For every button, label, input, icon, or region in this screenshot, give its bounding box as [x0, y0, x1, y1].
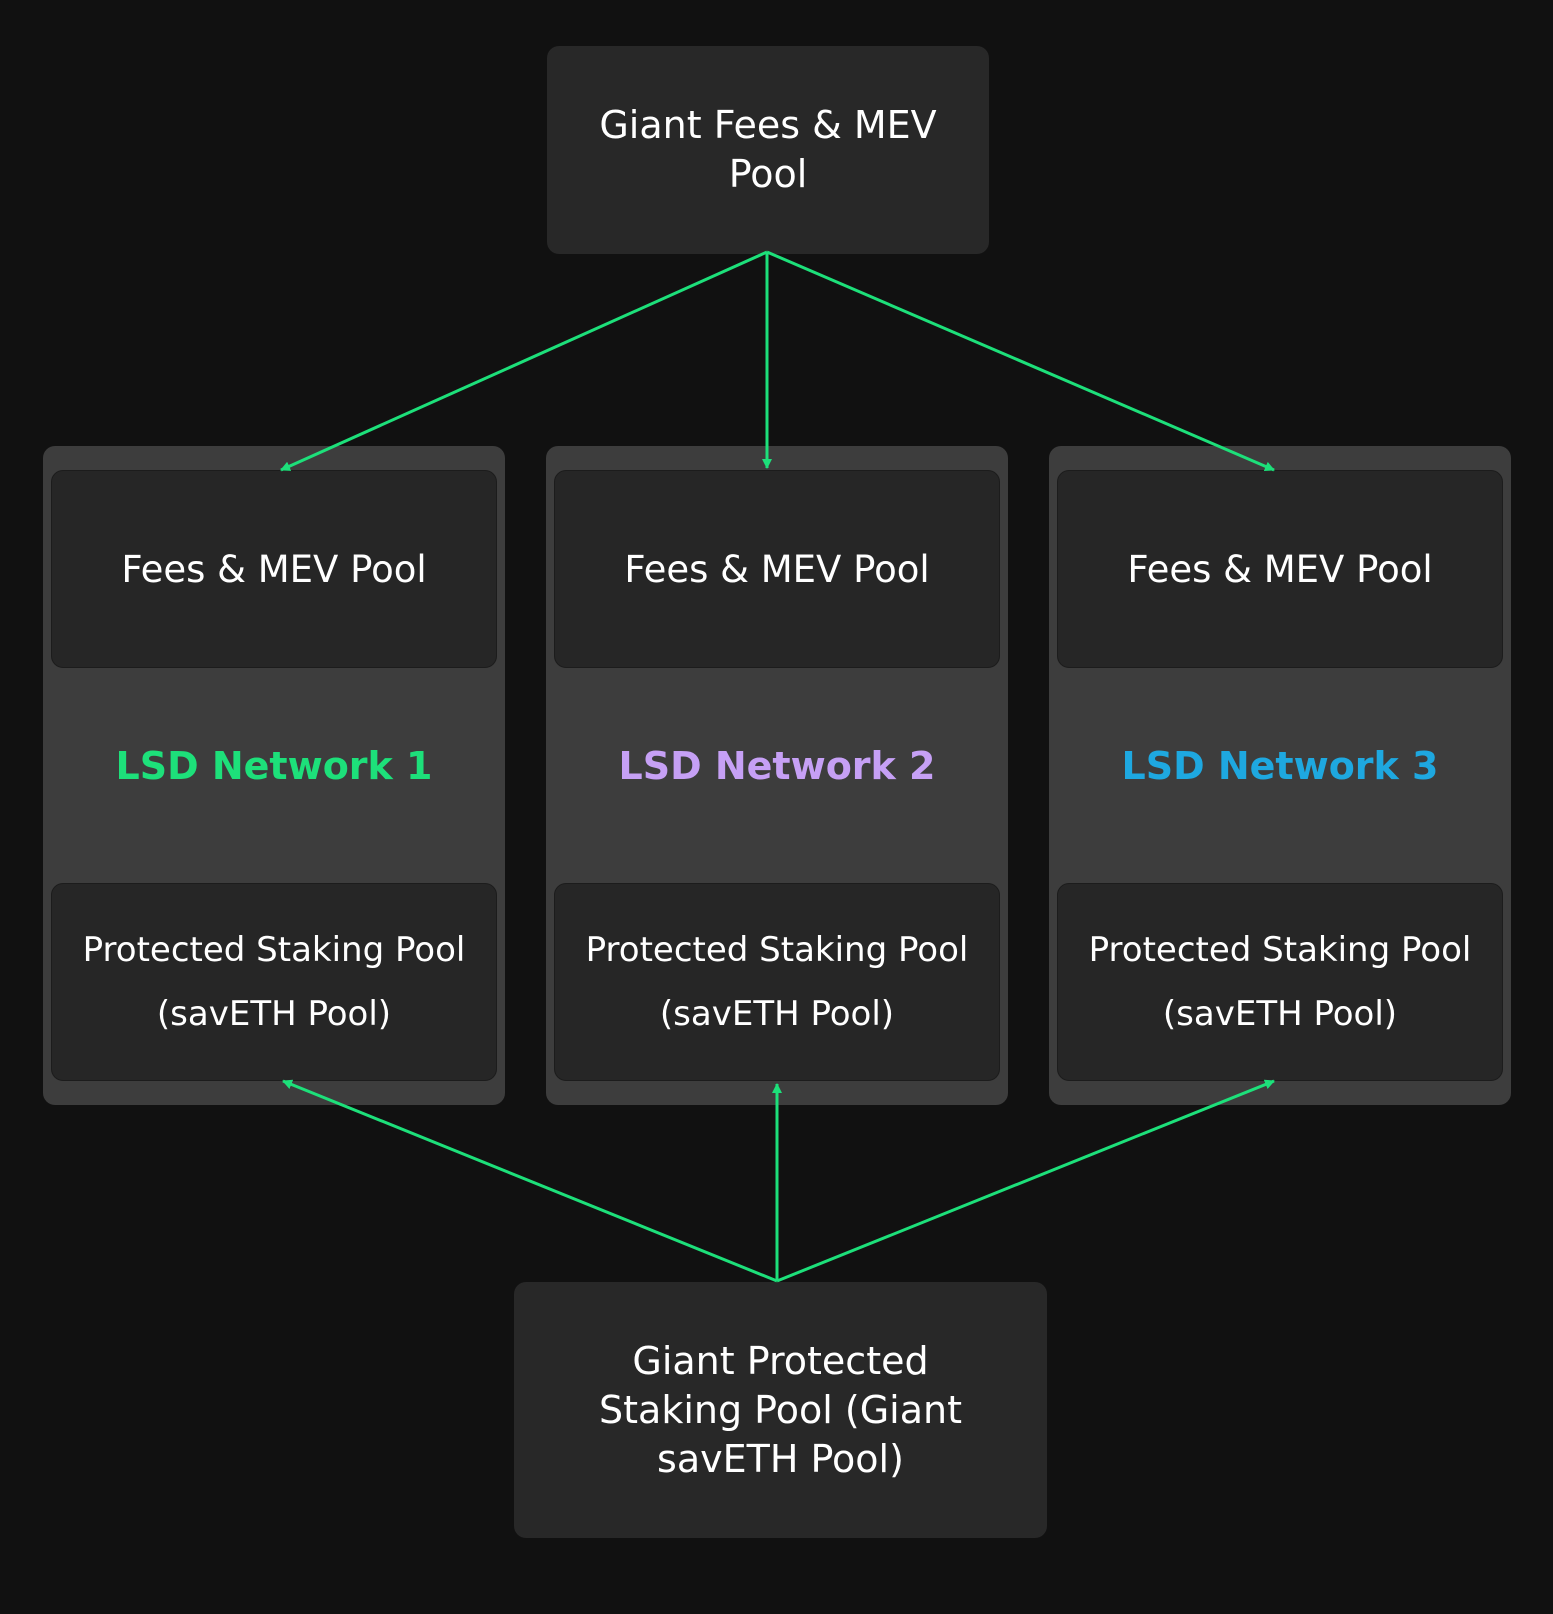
fees-mev-pool-1: Fees & MEV Pool — [51, 470, 497, 668]
network-name-label: LSD Network 2 — [618, 744, 936, 788]
fees-mev-pool-label: Fees & MEV Pool — [1127, 547, 1433, 591]
protected-staking-pool-3: Protected Staking Pool (savETH Pool) — [1057, 883, 1503, 1081]
lsd-network-3: Fees & MEV Pool LSD Network 3 Protected … — [1049, 446, 1511, 1105]
giant-fees-mev-pool: Giant Fees & MEV Pool — [547, 46, 989, 254]
network-name-label: LSD Network 1 — [115, 744, 433, 788]
fees-mev-pool-3: Fees & MEV Pool — [1057, 470, 1503, 668]
giant-protected-staking-pool-label: Giant Protected Staking Pool (Giant savE… — [599, 1338, 962, 1481]
protected-staking-pool-label: Protected Staking Pool (savETH Pool) — [82, 930, 466, 1034]
network-name-label: LSD Network 3 — [1121, 744, 1439, 788]
lsd-network-1: Fees & MEV Pool LSD Network 1 Protected … — [43, 446, 505, 1105]
network-name-2: LSD Network 2 — [546, 716, 1008, 816]
giant-fees-mev-pool-label: Giant Fees & MEV Pool — [599, 103, 937, 196]
arrow-bottom-to-network-3 — [776, 1079, 1275, 1283]
fees-mev-pool-label: Fees & MEV Pool — [624, 547, 930, 591]
protected-staking-pool-label: Protected Staking Pool (savETH Pool) — [1088, 930, 1472, 1034]
fees-mev-pool-label: Fees & MEV Pool — [121, 547, 427, 591]
lsd-network-2: Fees & MEV Pool LSD Network 2 Protected … — [546, 446, 1008, 1105]
fees-mev-pool-2: Fees & MEV Pool — [554, 470, 1000, 668]
protected-staking-pool-2: Protected Staking Pool (savETH Pool) — [554, 883, 1000, 1081]
network-name-3: LSD Network 3 — [1049, 716, 1511, 816]
giant-protected-staking-pool: Giant Protected Staking Pool (Giant savE… — [514, 1282, 1047, 1538]
arrow-bottom-to-network-1 — [282, 1079, 778, 1283]
arrow-top-to-network-1 — [280, 250, 768, 472]
arrow-top-to-network-3 — [766, 250, 1275, 472]
protected-staking-pool-1: Protected Staking Pool (savETH Pool) — [51, 883, 497, 1081]
protected-staking-pool-label: Protected Staking Pool (savETH Pool) — [585, 930, 969, 1034]
network-name-1: LSD Network 1 — [43, 716, 505, 816]
